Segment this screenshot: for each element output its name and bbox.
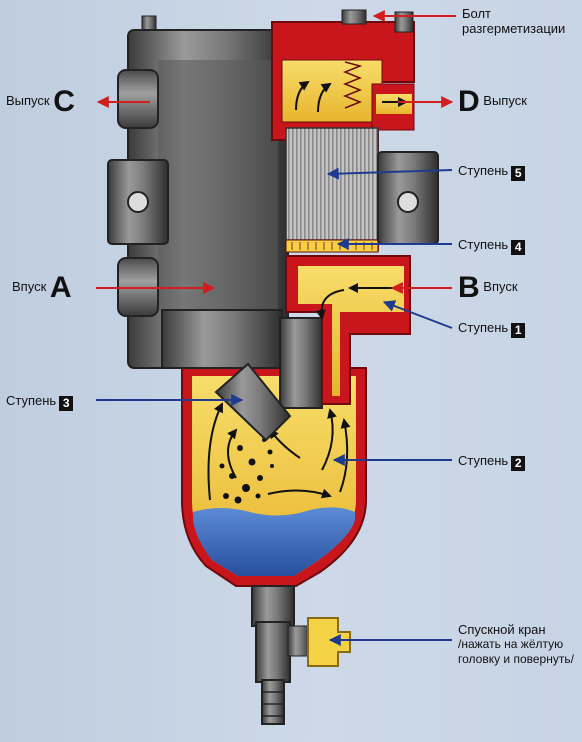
label-outlet-d-letter: D <box>458 85 480 118</box>
inlet-flow-arrows <box>315 283 396 320</box>
cut-housing <box>271 9 439 405</box>
label-drain: Спускной кран /нажать на жёлтую головку … <box>458 622 574 667</box>
arrow-stage5 <box>326 167 453 180</box>
bowl <box>181 367 367 587</box>
label-stage5-text: Ступень <box>458 163 509 178</box>
label-outlet-d: D Выпуск <box>458 85 527 118</box>
label-inlet-a-text: Впуск <box>12 279 47 294</box>
label-outlet-c: Выпуск C <box>6 85 75 118</box>
label-inlet-b-letter: B <box>458 271 480 304</box>
label-stage2-num: 2 <box>511 456 526 471</box>
label-outlet-c-text: Выпуск <box>6 93 50 108</box>
label-inlet-b: B Впуск <box>458 271 518 304</box>
label-stage4-text: Ступень <box>458 237 509 252</box>
label-stage1-num: 1 <box>511 323 526 338</box>
bolt-spring <box>342 61 363 109</box>
label-drain-line3: головку и повернуть/ <box>458 652 574 666</box>
label-stage3-text: Ступень <box>6 393 57 408</box>
label-bolt-line2: разгерметизации <box>462 21 566 36</box>
label-drain-line1: Спускной кран <box>458 622 546 637</box>
label-stage2-text: Ступень <box>458 453 509 468</box>
filter-head-body <box>107 15 323 442</box>
label-outlet-d-text: Выпуск <box>483 93 527 108</box>
label-stage3-num: 3 <box>59 396 74 411</box>
dirt-particles <box>219 438 274 504</box>
label-bolt: Болт разгерметизации <box>462 6 565 36</box>
pointer-arrows <box>96 10 456 646</box>
label-inlet-a-letter: A <box>49 271 72 304</box>
label-stage4-num: 4 <box>511 240 526 255</box>
label-outlet-c-letter: C <box>53 85 75 118</box>
hose-barb-ridges <box>262 691 284 717</box>
bowl-flow-arrows <box>207 402 351 501</box>
label-stage5-num: 5 <box>511 166 526 181</box>
drain-valve <box>251 585 351 725</box>
label-drain-line2: /нажать на жёлтую <box>458 637 564 651</box>
label-inlet-a: Впуск A <box>12 271 72 304</box>
arrow-stage1 <box>382 300 453 329</box>
label-stage1-text: Ступень <box>458 320 509 335</box>
label-inlet-b-text: Впуск <box>483 279 518 294</box>
label-bolt-line1: Болт <box>462 6 492 21</box>
